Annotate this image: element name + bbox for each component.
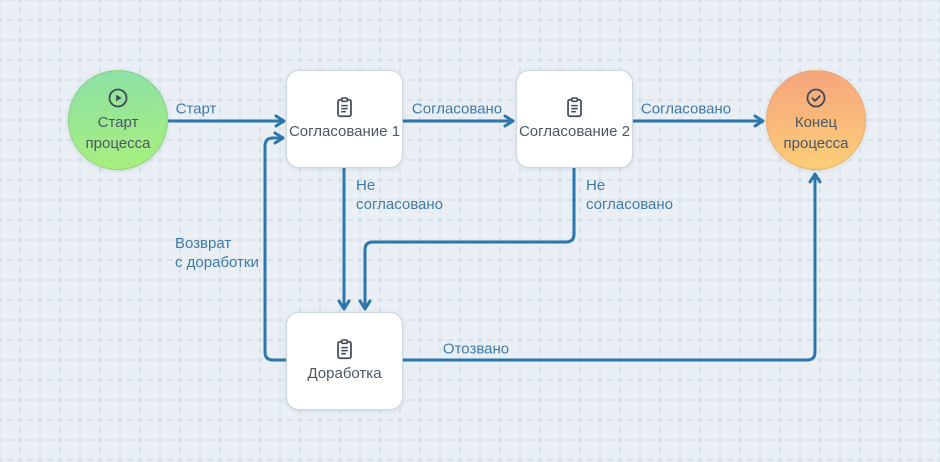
edge-return-from-rework[interactable] bbox=[263, 131, 286, 362]
edge-not-approved-2[interactable] bbox=[358, 168, 576, 311]
clipboard-icon bbox=[337, 96, 352, 117]
edge-withdrawn[interactable] bbox=[403, 172, 822, 362]
clipboard-icon bbox=[337, 338, 352, 359]
edge-label-not-approved-1: Не согласовано bbox=[356, 177, 444, 213]
node-rework[interactable]: Доработка bbox=[286, 312, 403, 410]
edge-label-return-from-rework: Возврат с доработки bbox=[175, 235, 259, 271]
node-label: Согласование 1 bbox=[288, 122, 401, 140]
edge-label-approved-1: Согласовано bbox=[411, 100, 503, 118]
node-label-line: Старт bbox=[97, 113, 139, 131]
node-end-event[interactable]: Конец процесса bbox=[766, 70, 866, 170]
node-label-line: процесса bbox=[783, 134, 849, 152]
node-start-event[interactable]: Старт процесса bbox=[68, 70, 168, 170]
check-circle-icon bbox=[806, 88, 826, 107]
node-label: Доработка bbox=[307, 364, 382, 382]
node-label: Согласование 2 bbox=[518, 122, 631, 140]
node-label-line: процесса bbox=[85, 134, 151, 152]
clipboard-icon bbox=[567, 96, 582, 117]
edge-label-approved-2: Согласовано bbox=[640, 100, 732, 118]
node-label-line: Конец bbox=[794, 113, 838, 131]
edge-label-start: Старт bbox=[175, 100, 217, 118]
node-approval-2[interactable]: Согласование 2 bbox=[516, 70, 633, 168]
edge-label-withdrawn: Отозвано bbox=[442, 340, 510, 358]
edge-label-not-approved-2: Не согласовано bbox=[586, 177, 674, 213]
node-approval-1[interactable]: Согласование 1 bbox=[286, 70, 403, 168]
play-circle-icon bbox=[108, 88, 128, 107]
